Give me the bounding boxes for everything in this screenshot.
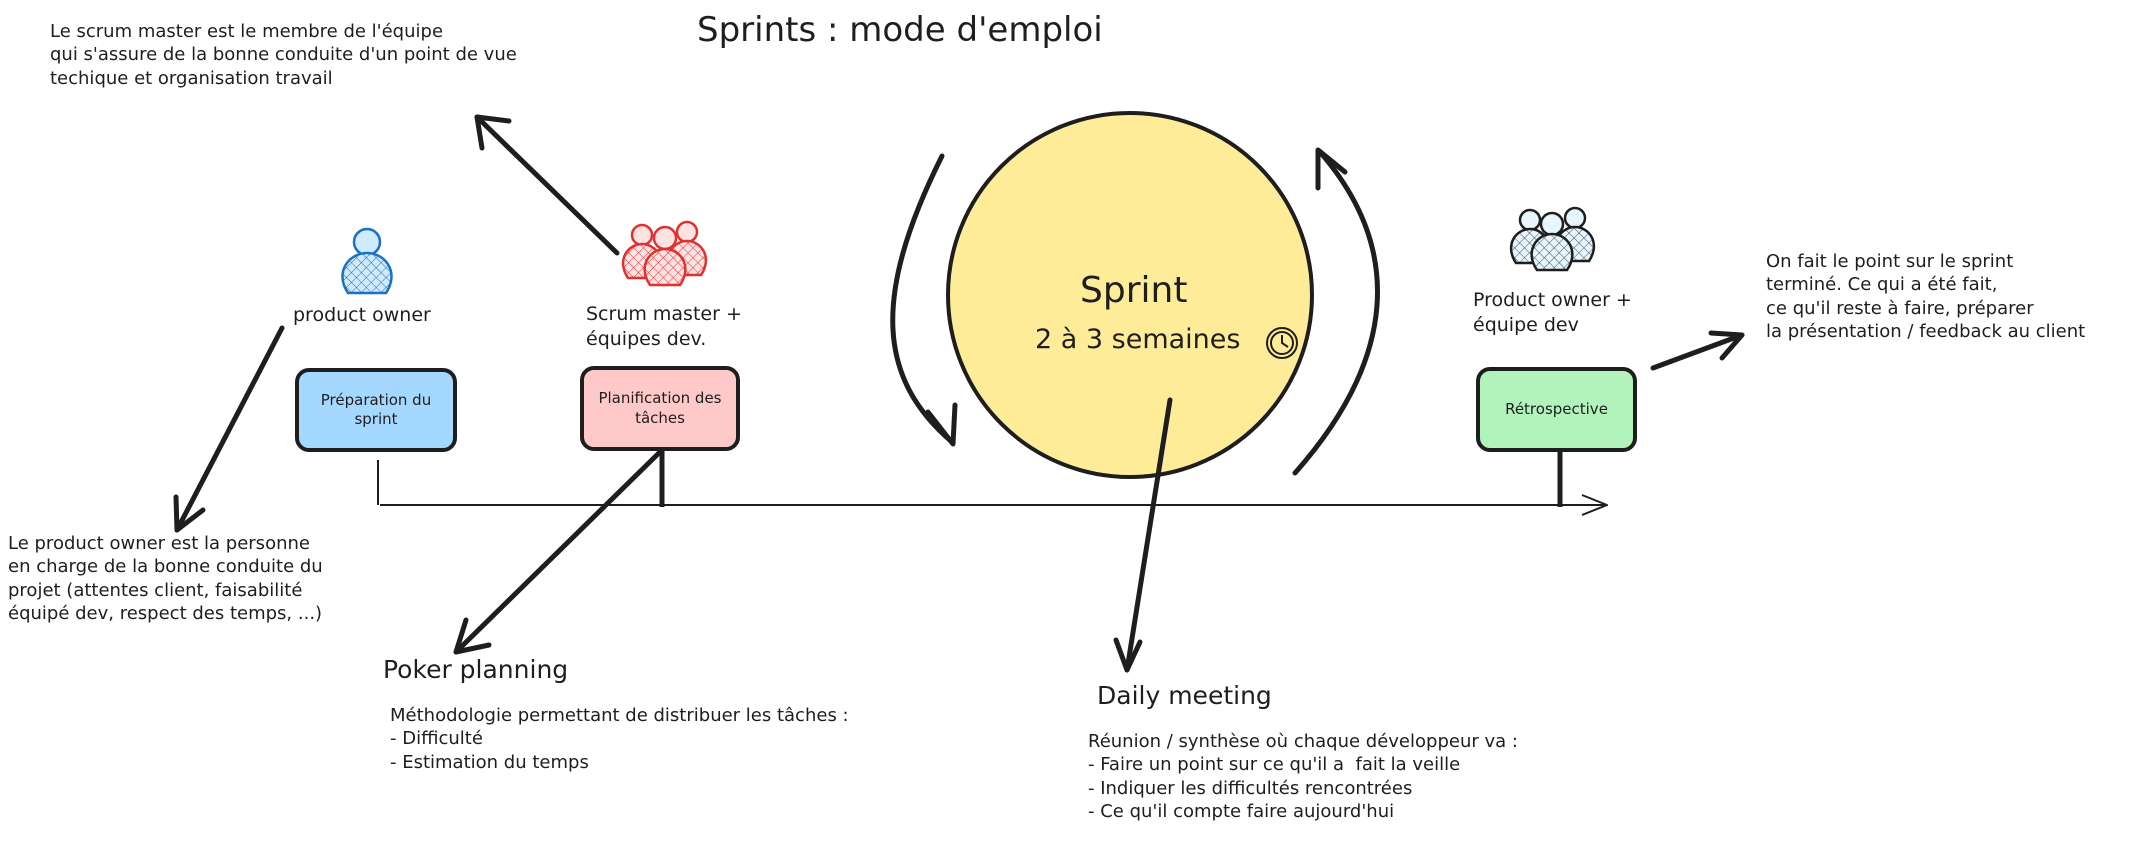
daily-meeting-heading: Daily meeting xyxy=(1097,681,1272,710)
planification-box: Planification des tâches xyxy=(580,366,740,451)
scrum-team-label: Scrum master + équipes dev. xyxy=(586,303,742,350)
person-icon xyxy=(341,227,393,295)
product-owner-label: product owner xyxy=(293,304,431,326)
team-icon xyxy=(1509,206,1596,272)
retrospective-note: On fait le point sur le sprint terminé. … xyxy=(1766,251,2086,343)
arrow-to-poker xyxy=(453,447,665,655)
sprint-duration: 2 à 3 semaines xyxy=(1035,324,1241,355)
sprint-circle xyxy=(946,111,1314,479)
cycle-arrow-right xyxy=(1292,147,1380,476)
preparation-box: Préparation du sprint xyxy=(295,368,457,452)
clock-icon xyxy=(1266,327,1298,359)
retrospective-label: Rétrospective xyxy=(1505,399,1608,418)
arrow-to-daily xyxy=(1113,397,1173,673)
product-owner-note: Le product owner est la personne en char… xyxy=(8,533,323,625)
poker-planning-heading: Poker planning xyxy=(383,655,569,684)
arrow-to-scrum-note xyxy=(474,114,620,256)
arrow-to-retro-note xyxy=(1650,330,1745,371)
preparation-label: Préparation du sprint xyxy=(320,390,432,429)
team-icon xyxy=(621,220,708,287)
arrow-to-po-note xyxy=(173,325,285,533)
daily-meeting-body: Réunion / synthèse où chaque développeur… xyxy=(1088,731,1518,823)
cycle-arrow-left xyxy=(890,153,958,447)
timeline xyxy=(377,450,1608,516)
scrum-master-note: Le scrum master est le membre de l'équip… xyxy=(50,21,517,89)
po-team-label: Product owner + équipe dev xyxy=(1473,289,1632,336)
sprint-title: Sprint xyxy=(1080,270,1188,311)
retrospective-box: Rétrospective xyxy=(1476,367,1637,452)
page-title: Sprints : mode d'emploi xyxy=(697,10,1103,50)
planification-label: Planification des tâches xyxy=(598,389,722,427)
poker-planning-body: Méthodologie permettant de distribuer le… xyxy=(390,705,849,773)
